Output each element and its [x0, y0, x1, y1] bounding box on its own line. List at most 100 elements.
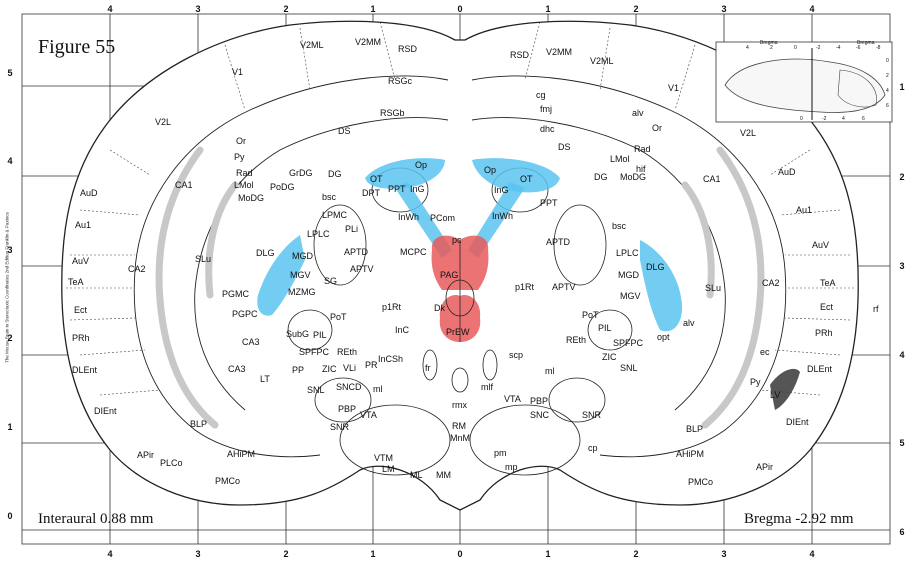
inset-right-tick: 4 [886, 88, 889, 94]
region-label: V1 [232, 67, 243, 77]
region-label: MGV [620, 291, 641, 301]
region-label: PLi [345, 224, 358, 234]
region-label: Py [750, 377, 761, 387]
region-label: PPT [388, 184, 406, 194]
region-label: DS [338, 126, 351, 136]
labels-left-thalamus: bsc LPMC LPLC PLi APTD APTV MCPC DLG MGD… [222, 160, 518, 480]
ventricle [770, 368, 800, 410]
bottom-tick-1l: 1 [370, 549, 375, 559]
region-label: SLu [195, 254, 211, 264]
region-label: ml [373, 384, 383, 394]
region-label: MZMG [288, 287, 316, 297]
region-label: InWh [492, 211, 513, 221]
region-label: InG [410, 184, 425, 194]
region-label: PAG [440, 270, 458, 280]
region-label: SNR [330, 422, 350, 432]
region-label: GrDG [289, 168, 313, 178]
region-label: PR [365, 360, 378, 370]
right-tick-5: 5 [899, 438, 904, 448]
region-label: AHiPM [227, 449, 255, 459]
region-label: SubG [286, 329, 309, 339]
region-label: APTV [552, 282, 576, 292]
region-label: PoDG [270, 182, 295, 192]
blue-left-op [365, 158, 445, 189]
region-label: DLG [256, 248, 275, 258]
bottom-tick-0: 0 [457, 549, 462, 559]
region-label: AuV [812, 240, 829, 250]
region-label: V2L [740, 128, 756, 138]
left-tick-4: 4 [7, 156, 12, 166]
region-label: MM [436, 470, 451, 480]
region-label: InCSh [378, 354, 403, 364]
region-label: Op [484, 165, 496, 175]
blue-left-dlg [257, 235, 305, 316]
region-label: DIEnt [94, 406, 117, 416]
labels-right-thalamus: Op OT InG InWh PPT APTD APTV bsc LPLC MG… [484, 165, 695, 420]
left-tick-2: 2 [7, 333, 12, 343]
inset-bregma-label: Bregma [857, 40, 875, 46]
inset-bottom-tick: 0 [800, 116, 803, 122]
region-label: SNR [582, 410, 602, 420]
region-label: mlf [481, 382, 493, 392]
region-label: VTM [374, 453, 393, 463]
region-label: bsc [612, 221, 627, 231]
right-tick-3: 3 [899, 261, 904, 271]
bottom-tick-3r: 3 [721, 549, 726, 559]
region-label: pc [452, 235, 462, 245]
inset-bottom-tick: 6 [862, 116, 865, 122]
bottom-tick-2l: 2 [283, 549, 288, 559]
region-label: AuV [72, 256, 89, 266]
hippocampus-bands [155, 146, 765, 429]
bottom-tick-3l: 3 [195, 549, 200, 559]
region-label: LPLC [616, 248, 639, 258]
right-tick-1: 1 [899, 82, 904, 92]
region-label: PRh [815, 328, 833, 338]
region-label: cp [588, 443, 598, 453]
region-label: PoT [582, 310, 599, 320]
bottom-tick-4r: 4 [809, 549, 814, 559]
region-label: APir [137, 450, 154, 460]
inset-top-tick: -8 [876, 45, 881, 51]
region-label: V2MM [546, 47, 572, 57]
blue-right-op [472, 158, 560, 193]
region-label: Rad [634, 144, 651, 154]
region-label: PIL [598, 323, 612, 333]
region-label: CA3 [242, 337, 260, 347]
inset-right-tick: 6 [886, 103, 889, 109]
region-label: LPLC [307, 229, 330, 239]
region-label: InWh [398, 212, 419, 222]
region-label: ec [760, 347, 770, 357]
labels-right-cortex: RSD V2MM V2ML V1 cg fmj alv dhc Or DS LM… [510, 47, 879, 487]
region-label: SNCD [336, 382, 362, 392]
region-label: LPMC [322, 210, 348, 220]
region-label: PrEW [446, 327, 470, 337]
region-label: OT [370, 174, 383, 184]
region-label: Au1 [796, 205, 812, 215]
region-label: bsc [322, 192, 337, 202]
region-label: hif [636, 164, 646, 174]
region-label: APTV [350, 264, 374, 274]
midline [445, 240, 475, 342]
region-label: TeA [68, 277, 84, 287]
region-label: PBP [338, 404, 356, 414]
top-tick-1r: 1 [545, 4, 550, 14]
inset-top-tick: -2 [816, 45, 821, 51]
region-label: PMCo [688, 477, 713, 487]
region-label: rf [873, 304, 879, 314]
labels-left-cortex: V2ML V2MM RSD V1 RSGc V2L RSGb DS AuD Au… [68, 37, 418, 486]
side-credit: The Mouse Brain in Stereotaxic Coordinat… [2, 190, 12, 390]
region-label: ML [410, 470, 423, 480]
region-label: RSD [398, 44, 418, 54]
region-label: DLEnt [807, 364, 833, 374]
region-label: RM [452, 421, 466, 431]
region-label: VTA [504, 394, 521, 404]
bregma-label: Bregma -2.92 mm [744, 511, 854, 527]
region-label: AHiPM [676, 449, 704, 459]
region-label: MoDG [620, 172, 646, 182]
bottom-tick-1r: 1 [545, 549, 550, 559]
region-label: V2MM [355, 37, 381, 47]
region-label: InG [494, 185, 509, 195]
region-label: RSD [510, 50, 530, 60]
region-label: SLu [705, 283, 721, 293]
